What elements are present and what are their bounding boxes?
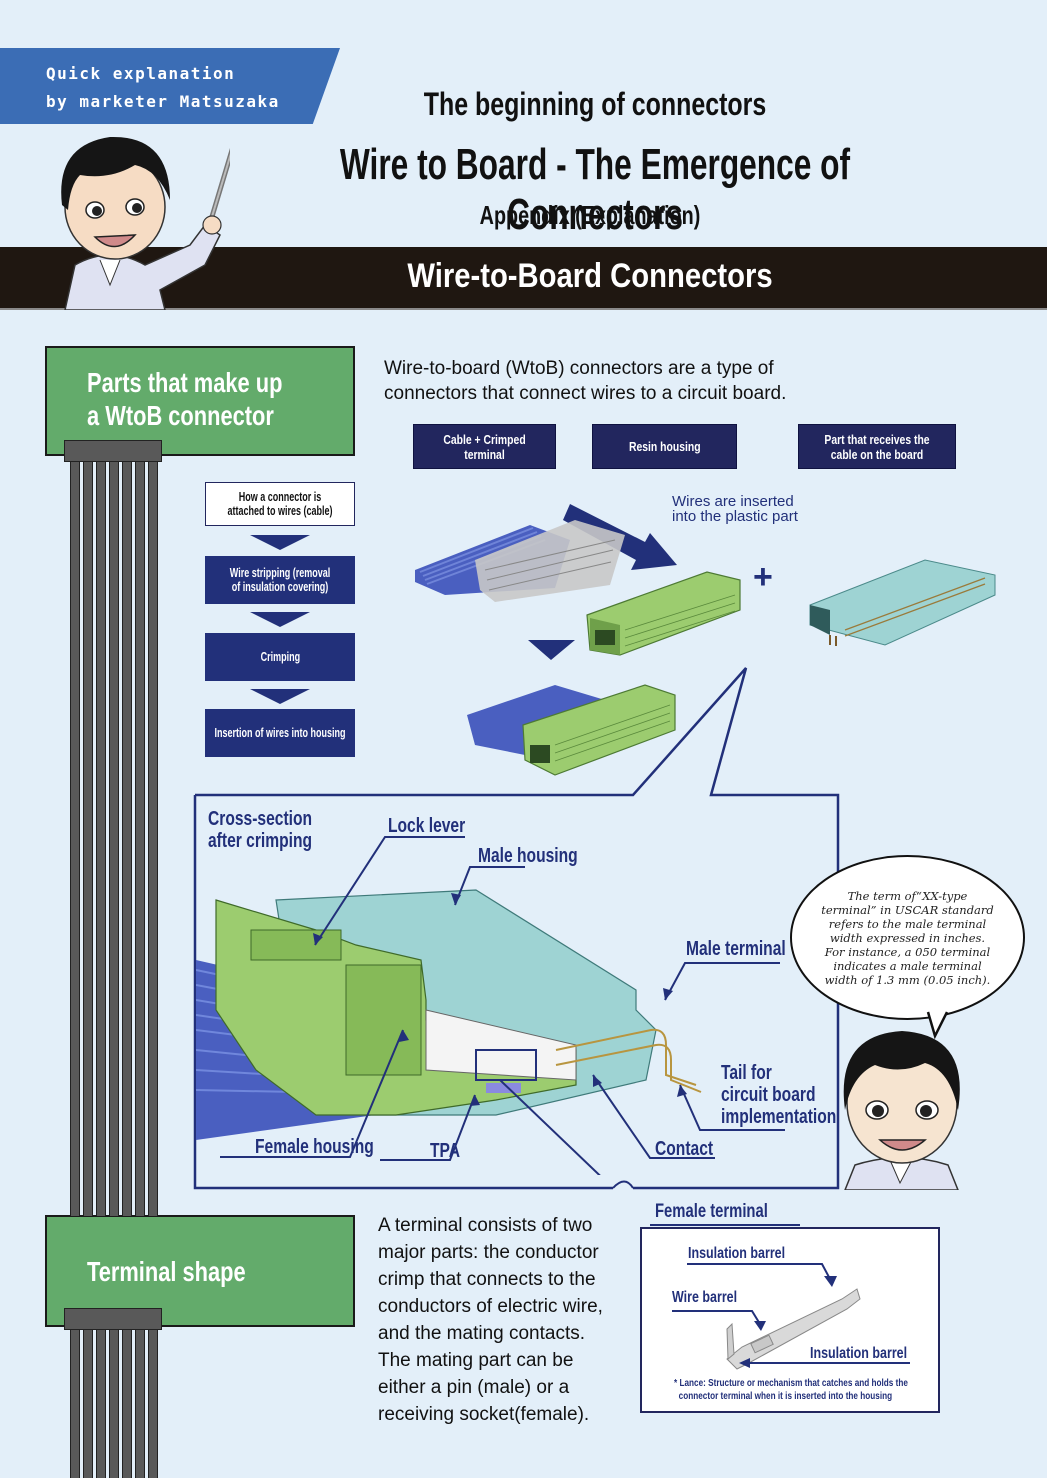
label-wire-barrel: Wire barrel	[672, 1289, 738, 1306]
label-tail-for-circuit-board: Tail for circuit board implementation	[721, 1062, 837, 1128]
wire-bundle-illustration	[415, 520, 625, 602]
speech-bubble-text: The term of“XX-type terminal” in USCAR s…	[821, 888, 994, 987]
terminal-heading: Terminal shape	[87, 1256, 246, 1287]
plus-icon: +	[753, 558, 773, 596]
part-label-housing: Resin housing	[592, 424, 737, 469]
decorative-cable-lower	[64, 1308, 162, 1478]
section-title: Wire-to-Board Connectors	[407, 257, 773, 295]
insert-note: Wires are inserted into the plastic part	[672, 493, 798, 525]
intro-line-2: connectors that connect wires to a circu…	[384, 383, 787, 404]
parts-heading-line-1: Parts that make up	[87, 367, 283, 398]
terminal-description: A terminal consists of two major parts: …	[378, 1215, 603, 1425]
parts-section-heading-box: Parts that make up a WtoB connector	[45, 346, 355, 456]
cross-section-illustration	[196, 889, 702, 1140]
board-receptacle-illustration	[809, 559, 996, 646]
label-lock-lever: Lock lever	[388, 815, 466, 837]
part-label-cable: Cable + Crimped terminal	[413, 424, 556, 469]
assembly-down-arrow-icon	[528, 640, 575, 660]
cable-wires-top-stub	[66, 1200, 158, 1216]
speech-bubble: The term of“XX-type terminal” in USCAR s…	[790, 855, 1025, 1020]
cable-connector-cap-top	[64, 440, 162, 462]
flow-arrow-down-icon	[250, 535, 310, 550]
lance-footnote: * Lance: Structure or mechanism that cat…	[674, 1377, 908, 1402]
author-banner: Quick explanation by marketer Matsuzaka	[0, 48, 340, 124]
banner-line-2: by marketer Matsuzaka	[46, 92, 280, 111]
female-terminal-diagram-box: Insulation barrel Wire barrel Insulation…	[640, 1227, 940, 1413]
speech-bubble-tail	[926, 1011, 949, 1040]
page-subtitle: The beginning of connectors	[423, 86, 767, 122]
cross-section-title: Cross-section after crimping	[208, 808, 313, 852]
assembled-connector-illustration	[467, 684, 676, 776]
page-appendix-label: Appendix (Explanation)	[479, 200, 701, 230]
label-male-housing: Male housing	[478, 845, 578, 867]
flow-arrow-down-icon	[250, 689, 310, 704]
female-terminal-title-underline	[650, 1224, 800, 1226]
label-male-terminal: Male terminal	[686, 938, 786, 960]
cable-connector-cap-bottom	[64, 1308, 162, 1330]
flow-arrow-down-icon	[250, 612, 310, 627]
flow-step-stripping: Wire stripping (removal of insulation co…	[205, 556, 355, 604]
flow-title-box: How a connector is attached to wires (ca…	[205, 482, 355, 526]
label-female-housing: Female housing	[255, 1136, 374, 1158]
decorative-cable-upper	[64, 440, 162, 1216]
part-label-board-receptacle: Part that receives the cable on the boar…	[798, 424, 956, 469]
parts-heading-line-2: a WtoB connector	[87, 400, 274, 431]
parts-intro-text: Wire-to-board (WtoB) connectors are a ty…	[384, 356, 944, 406]
cross-section-panel-frame	[193, 667, 840, 1190]
page-title: Wire to Board - The Emergence of Connect…	[339, 140, 851, 239]
label-insulation-barrel-bottom: Insulation barrel	[810, 1345, 908, 1362]
banner-line-1: Quick explanation	[46, 64, 236, 83]
label-contact: Contact	[655, 1138, 714, 1160]
flow-step-crimping: Crimping	[205, 633, 355, 681]
female-terminal-title: Female terminal	[655, 1201, 768, 1222]
female-terminal-illustration	[672, 1263, 910, 1370]
label-insulation-barrel-top: Insulation barrel	[688, 1245, 786, 1262]
connector-assembly-illustration	[415, 504, 996, 776]
label-tpa: TPA	[430, 1140, 461, 1162]
resin-housing-illustration	[586, 571, 741, 656]
intro-line-1: Wire-to-board (WtoB) connectors are a ty…	[384, 358, 774, 379]
marketer-avatar-smiling	[830, 1025, 975, 1190]
flow-step-insertion: Insertion of wires into housing	[205, 709, 355, 757]
marketer-avatar-pointing	[40, 125, 230, 310]
callout-leader-lines	[220, 836, 785, 1175]
